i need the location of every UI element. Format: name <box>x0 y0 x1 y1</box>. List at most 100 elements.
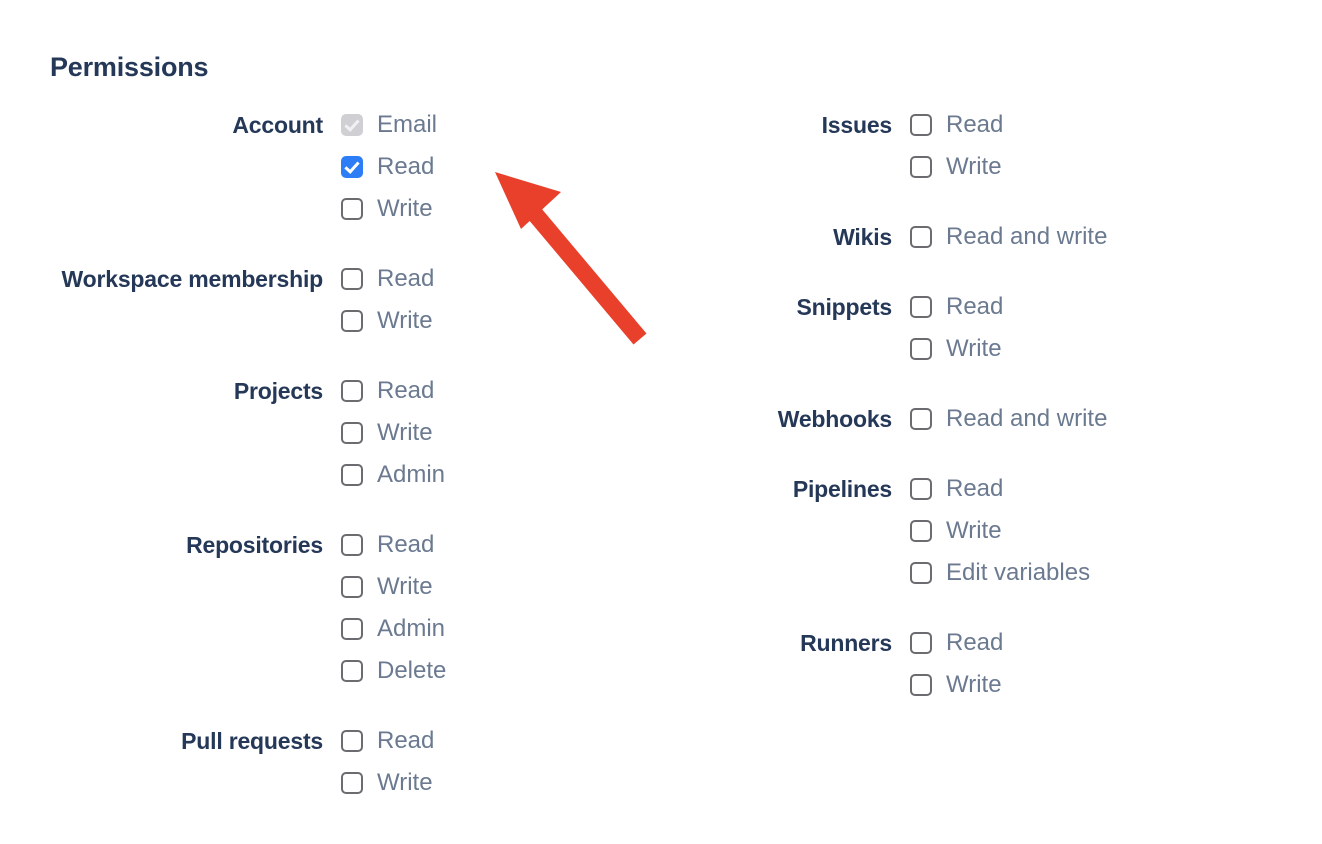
checkbox-icon[interactable] <box>341 618 363 640</box>
permission-option-label[interactable]: Write <box>946 671 1002 698</box>
permission-option-label[interactable]: Read and write <box>946 223 1108 250</box>
permission-option-label[interactable]: Write <box>946 517 1002 544</box>
permission-option-label[interactable]: Write <box>377 573 433 600</box>
checkbox-icon[interactable] <box>910 296 932 318</box>
permission-option-row[interactable]: Admin <box>341 454 660 496</box>
permission-group-label: Account <box>232 112 323 138</box>
permission-option-row[interactable]: Write <box>910 664 1322 706</box>
checkbox-icon[interactable] <box>910 632 932 654</box>
permission-option-row[interactable]: Write <box>341 566 660 608</box>
permission-option-row[interactable]: Write <box>341 762 660 804</box>
permission-option-row[interactable]: Write <box>341 188 660 230</box>
permission-option-label[interactable]: Read and write <box>946 405 1108 432</box>
permission-option-label[interactable]: Read <box>946 629 1004 656</box>
permission-option-row[interactable]: Read and write <box>910 398 1322 440</box>
checkbox-icon[interactable] <box>341 380 363 402</box>
checkbox-icon <box>341 114 363 136</box>
permission-option-label[interactable]: Read <box>377 727 435 754</box>
checkbox-icon[interactable] <box>910 562 932 584</box>
permission-option-row[interactable]: Write <box>341 412 660 454</box>
permission-option-label[interactable]: Write <box>946 153 1002 180</box>
permission-group: Wikis Read and write <box>660 216 1322 258</box>
permission-option-label[interactable]: Read <box>946 475 1004 502</box>
checkbox-icon[interactable] <box>341 310 363 332</box>
checkbox-icon[interactable] <box>341 198 363 220</box>
permission-option-row[interactable]: Read <box>910 622 1322 664</box>
permission-option-label[interactable]: Read <box>377 377 435 404</box>
permission-option-row[interactable]: Write <box>910 328 1322 370</box>
permission-option-row[interactable]: Read <box>341 720 660 762</box>
permission-option-label[interactable]: Write <box>946 335 1002 362</box>
checkbox-icon[interactable] <box>910 408 932 430</box>
permission-option-label[interactable]: Read <box>377 531 435 558</box>
permission-option-label[interactable]: Read <box>377 153 435 180</box>
permission-option-row[interactable]: Admin <box>341 608 660 650</box>
permission-group-label: Repositories <box>186 532 323 558</box>
permission-option-label[interactable]: Write <box>377 769 433 796</box>
permission-option-row[interactable]: Read and write <box>910 216 1322 258</box>
permission-group-label: Pull requests <box>181 728 323 754</box>
permission-option-label[interactable]: Delete <box>377 657 447 684</box>
permission-option-row[interactable]: Read <box>910 104 1322 146</box>
checkbox-icon[interactable] <box>341 156 363 178</box>
permission-option-label[interactable]: Write <box>377 307 433 334</box>
checkbox-icon[interactable] <box>910 674 932 696</box>
permission-option-row[interactable]: Read <box>341 258 660 300</box>
permission-option-row[interactable]: Write <box>910 146 1322 188</box>
permission-option-row[interactable]: Write <box>341 300 660 342</box>
checkbox-icon[interactable] <box>910 114 932 136</box>
permission-option-label[interactable]: Admin <box>377 461 446 488</box>
permission-group-label: Runners <box>800 630 892 656</box>
permission-option-row[interactable]: Read <box>341 370 660 412</box>
permission-option-label[interactable]: Read <box>946 111 1004 138</box>
permission-option-row[interactable]: Read <box>341 146 660 188</box>
checkbox-icon[interactable] <box>341 422 363 444</box>
permission-option-label[interactable]: Write <box>377 419 433 446</box>
permission-option-label[interactable]: Read <box>946 293 1004 320</box>
permission-group-label: Wikis <box>833 224 892 250</box>
permission-option-label[interactable]: Admin <box>377 615 446 642</box>
permission-option-row[interactable]: Email <box>341 104 660 146</box>
permission-group-label: Snippets <box>796 294 892 320</box>
permission-option-row[interactable]: Delete <box>341 650 660 692</box>
permission-option-row[interactable]: Read <box>341 524 660 566</box>
permission-option-row[interactable]: Edit variables <box>910 552 1322 594</box>
permission-group-label: Issues <box>821 112 893 138</box>
checkbox-icon[interactable] <box>910 520 932 542</box>
checkbox-icon[interactable] <box>910 338 932 360</box>
page-title: Permissions <box>50 52 209 82</box>
checkbox-icon[interactable] <box>341 730 363 752</box>
permission-option-row[interactable]: Read <box>910 468 1322 510</box>
checkbox-icon[interactable] <box>341 772 363 794</box>
permission-group-label: Projects <box>233 378 323 404</box>
checkbox-icon[interactable] <box>341 268 363 290</box>
checkbox-icon[interactable] <box>910 226 932 248</box>
checkbox-icon[interactable] <box>910 478 932 500</box>
permission-option-label[interactable]: Read <box>377 265 435 292</box>
permission-option-row[interactable]: Write <box>910 510 1322 552</box>
permission-option-label[interactable]: Write <box>377 195 433 222</box>
permission-option-row[interactable]: Read <box>910 286 1322 328</box>
permission-option-label[interactable]: Edit variables <box>946 559 1091 586</box>
checkbox-icon[interactable] <box>341 660 363 682</box>
checkbox-icon[interactable] <box>341 534 363 556</box>
checkbox-icon[interactable] <box>341 576 363 598</box>
permission-option-label[interactable]: Email <box>377 111 438 138</box>
permission-group-label: Pipelines <box>792 476 892 502</box>
checkbox-icon[interactable] <box>910 156 932 178</box>
checkbox-icon[interactable] <box>341 464 363 486</box>
